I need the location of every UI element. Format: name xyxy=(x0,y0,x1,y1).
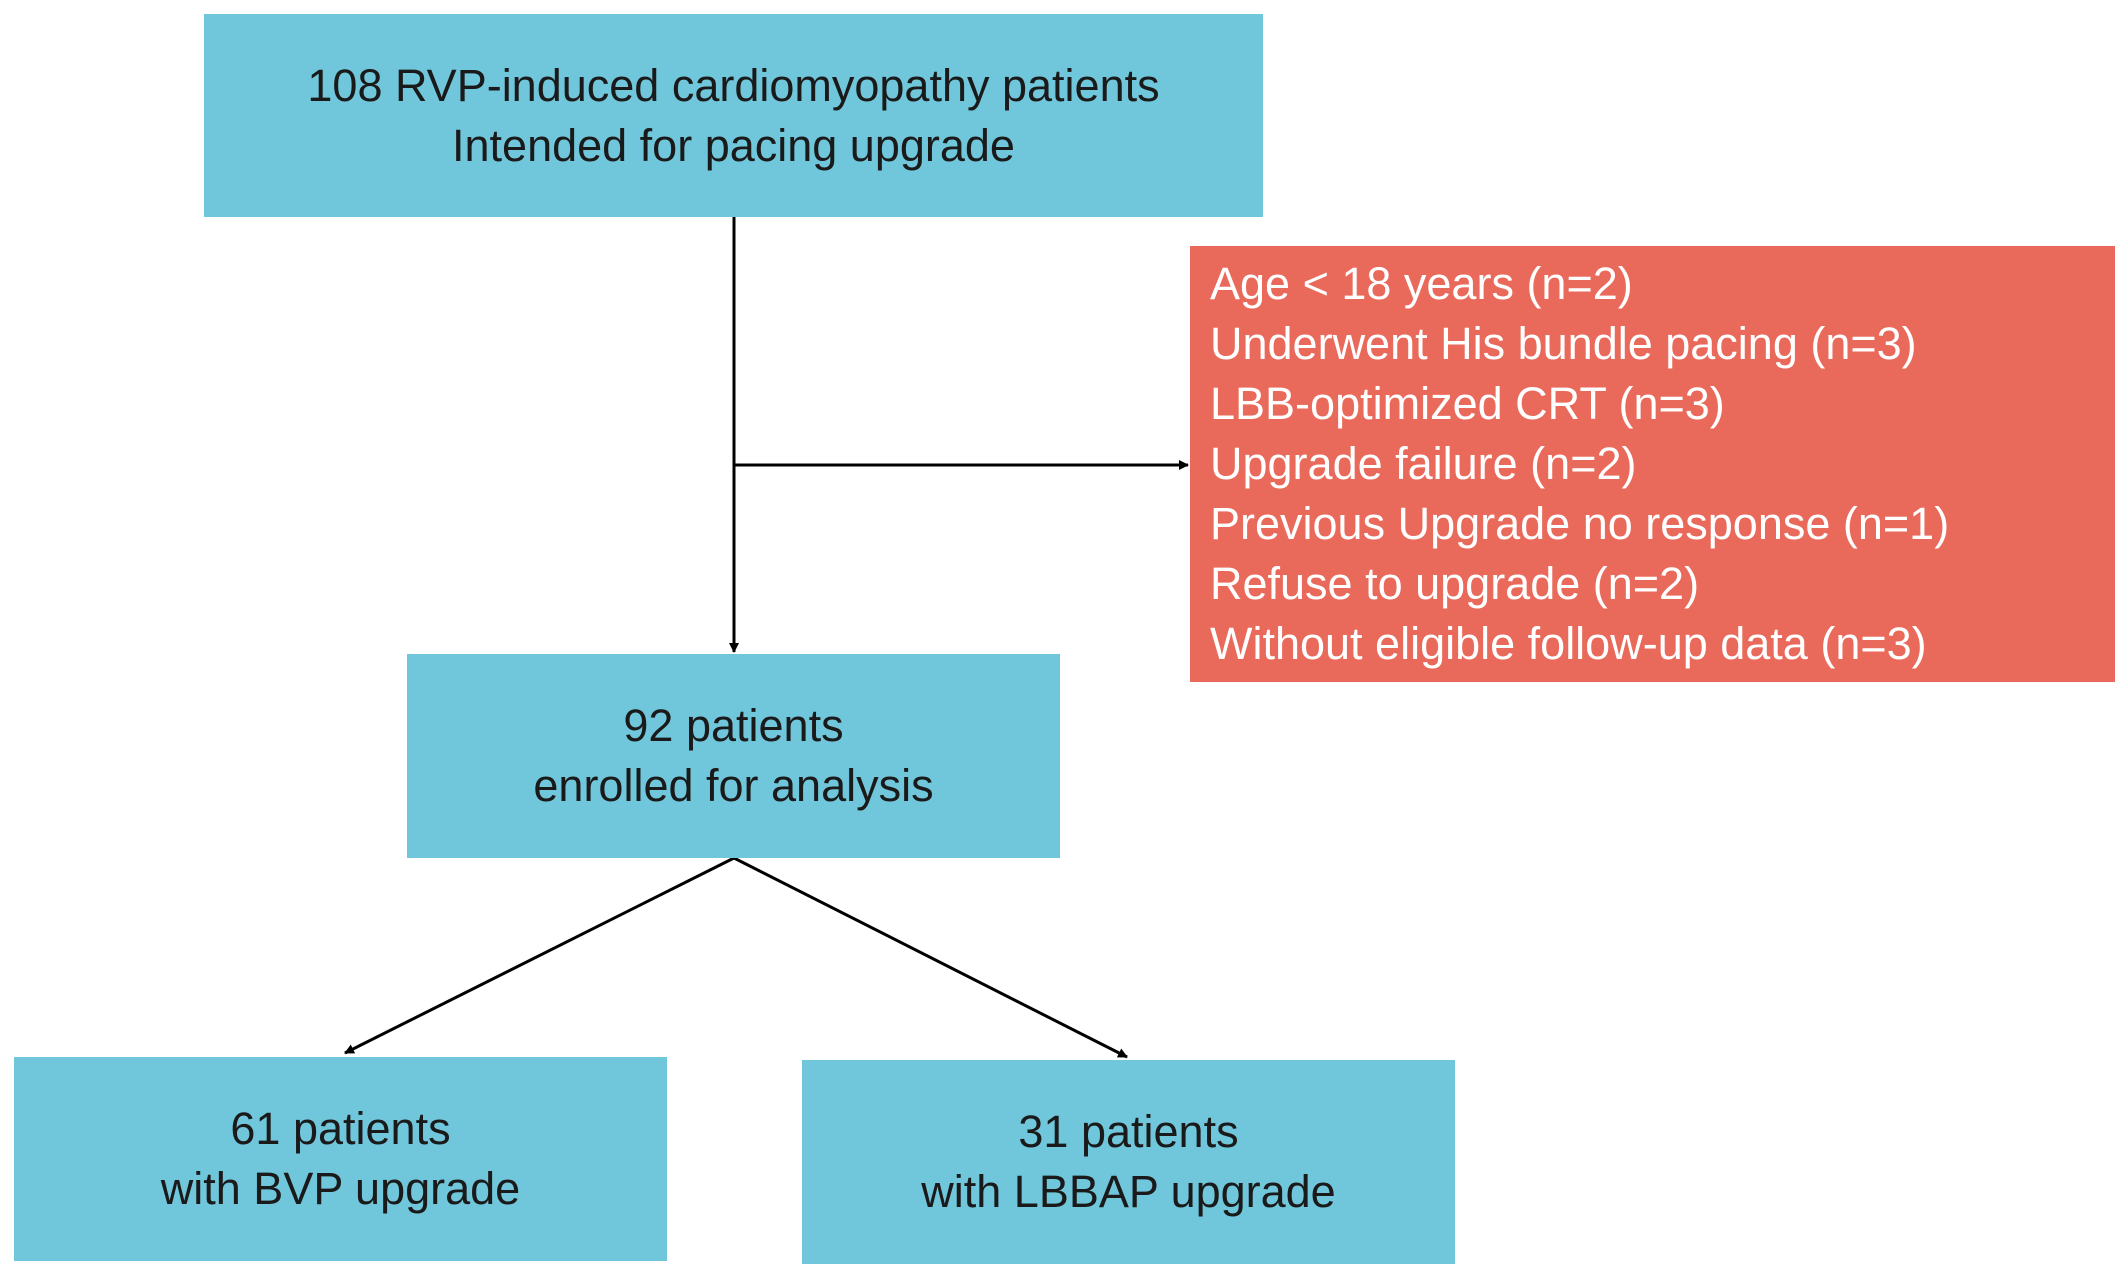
right-box-lbbap: 31 patients with LBBAP upgrade xyxy=(802,1060,1455,1264)
arrow-middle-to-right xyxy=(733,856,1128,1059)
arrow-middle-to-left xyxy=(344,856,735,1055)
exclusion-item: Previous Upgrade no response (n=1) xyxy=(1210,498,1950,549)
exclusion-item: Without eligible follow-up data (n=3) xyxy=(1210,618,1927,669)
right-box-line-2: with LBBAP upgrade xyxy=(921,1166,1336,1217)
top-box-line-1: 108 RVP-induced cardiomyopathy patients xyxy=(307,59,1160,111)
left-box-bvp: 61 patients with BVP upgrade xyxy=(14,1057,667,1261)
exclusion-item: Age < 18 years (n=2) xyxy=(1210,258,1633,309)
left-box-line-1: 61 patients xyxy=(230,1103,451,1154)
exclusion-box: Age < 18 years (n=2) Underwent His bundl… xyxy=(1190,246,2115,682)
top-box-total-patients: 108 RVP-induced cardiomyopathy patients … xyxy=(204,14,1263,217)
middle-box-enrolled: 92 patients enrolled for analysis xyxy=(407,654,1060,858)
exclusion-item: Refuse to upgrade (n=2) xyxy=(1210,558,1700,609)
middle-box-line-1: 92 patients xyxy=(623,700,844,751)
top-box-line-2: Intended for pacing upgrade xyxy=(452,119,1015,171)
exclusion-item: Upgrade failure (n=2) xyxy=(1210,438,1637,489)
exclusion-item: LBB-optimized CRT (n=3) xyxy=(1210,378,1725,429)
exclusion-item: Underwent His bundle pacing (n=3) xyxy=(1210,318,1917,369)
right-box-line-1: 31 patients xyxy=(1018,1106,1239,1157)
middle-box-line-2: enrolled for analysis xyxy=(533,760,934,811)
left-box-line-2: with BVP upgrade xyxy=(160,1163,521,1214)
